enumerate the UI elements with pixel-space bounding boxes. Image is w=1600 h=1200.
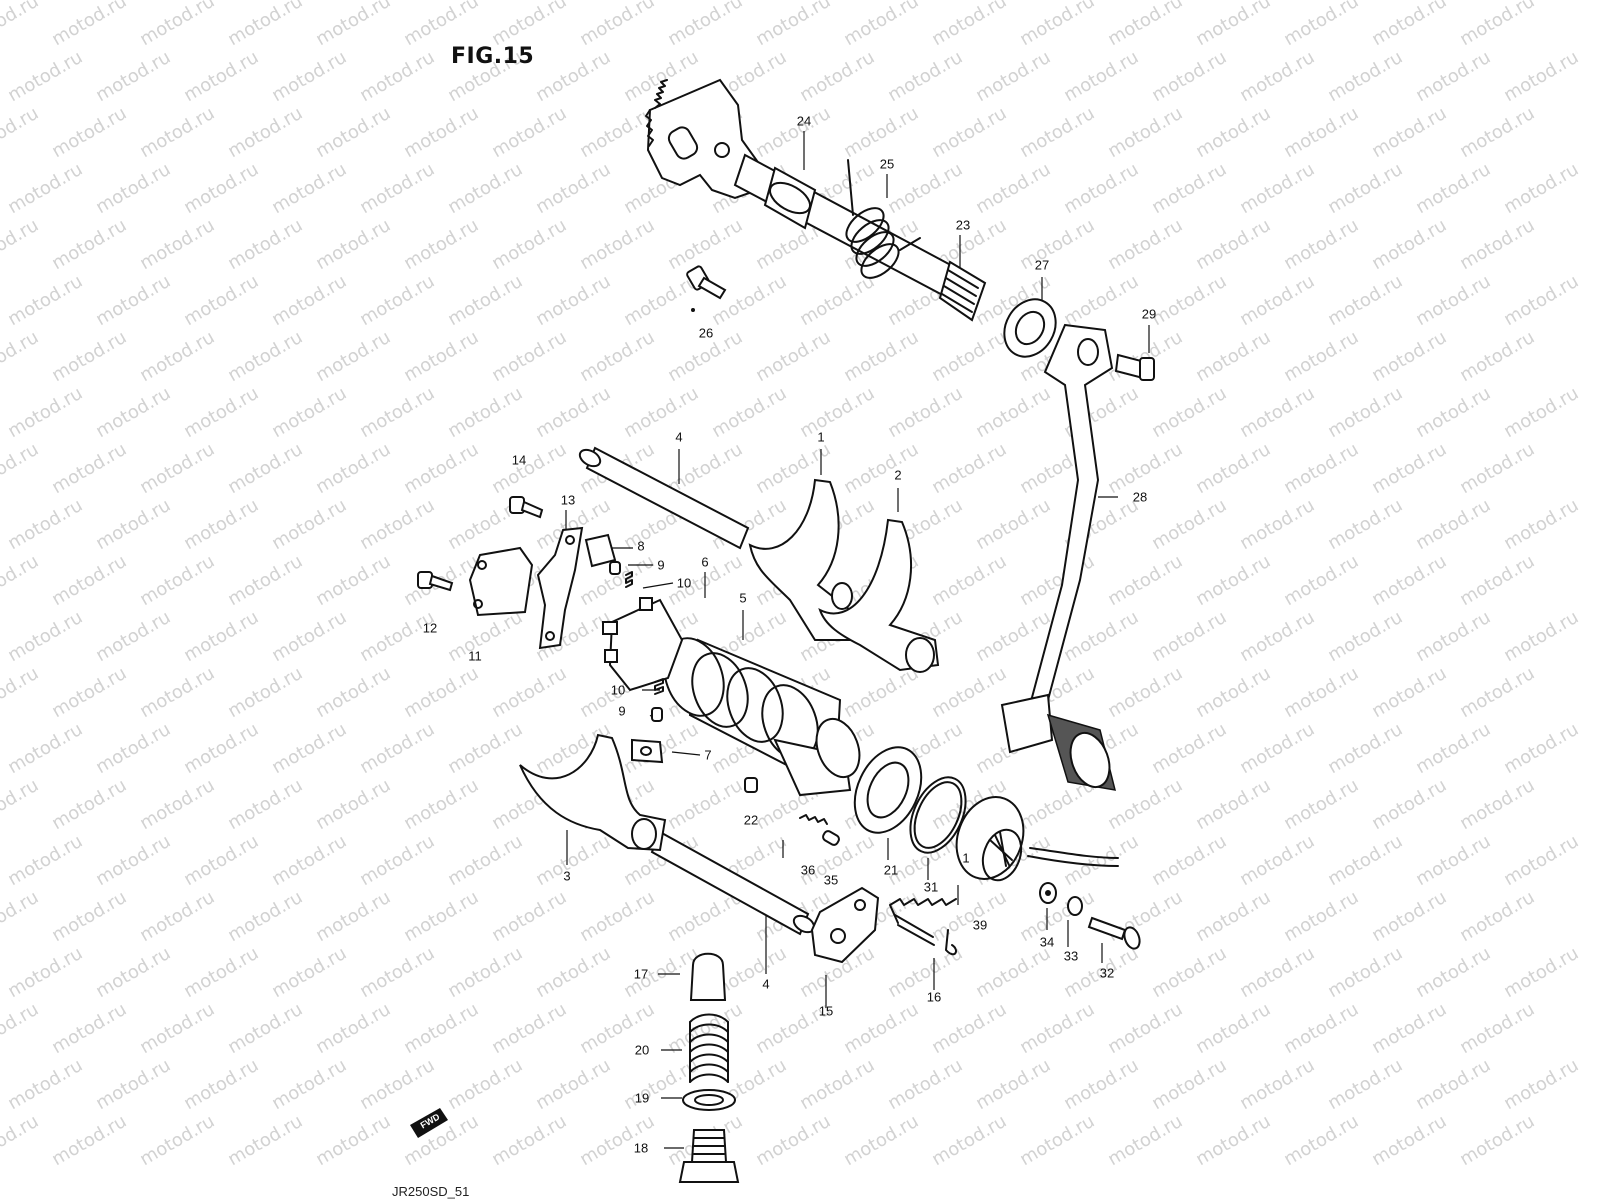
callout-39: 39 [972, 917, 988, 933]
callout-29: 29 [1141, 306, 1157, 322]
small-bolt [686, 265, 727, 312]
callout-4-lower: 4 [762, 976, 770, 992]
switch-fasteners [1039, 882, 1141, 950]
cam-driven-gear [602, 597, 684, 692]
lever-bolt [1114, 353, 1155, 381]
callout-9-upper: 9 [657, 557, 665, 573]
shift-fork-1 [748, 478, 853, 641]
callout-10-upper: 10 [676, 575, 692, 591]
cam-guide-plate-13 [536, 526, 584, 650]
callout-9-lower: 9 [618, 703, 626, 719]
callout-20: 20 [634, 1042, 650, 1058]
callout-3: 3 [563, 868, 571, 884]
callout-17: 17 [633, 966, 649, 982]
callout-25: 25 [879, 156, 895, 172]
gearshift-lever [1000, 323, 1117, 791]
callout-7: 7 [704, 747, 712, 763]
cam-stopper-7 [631, 738, 664, 764]
callout-4-upper: 4 [675, 429, 683, 445]
shift-pawl-lifter [810, 886, 880, 964]
shift-fork-2 [818, 518, 940, 673]
callout-19: 19 [634, 1090, 650, 1106]
callout-36: 36 [800, 862, 816, 878]
callout-32: 32 [1099, 965, 1115, 981]
oil-seal [1003, 298, 1057, 358]
callout-35: 35 [823, 872, 839, 888]
stopper-plate-11 [468, 546, 534, 617]
shaft-return-spring [845, 159, 921, 279]
callout-13: 13 [560, 492, 576, 508]
callout-31: 31 [923, 879, 939, 895]
callout-15: 15 [818, 1003, 834, 1019]
callout-1-switch: 1 [962, 850, 970, 866]
callout-1: 1 [817, 429, 825, 445]
washer-21 [853, 746, 923, 834]
callout-8: 8 [637, 538, 645, 554]
neutral-stopper-stack [678, 952, 740, 1183]
figure-title: FIG.15 [451, 44, 535, 69]
tension-spring [889, 898, 957, 956]
gearshift-cam [663, 637, 861, 797]
shift-fork-shaft-upper [578, 446, 750, 550]
callout-22: 22 [743, 812, 759, 828]
callout-12: 12 [422, 620, 438, 636]
callout-24: 24 [796, 113, 812, 129]
callout-34: 34 [1039, 934, 1055, 950]
shift-fork-3 [519, 733, 667, 852]
callout-21: 21 [883, 862, 899, 878]
callout-18: 18 [633, 1140, 649, 1156]
cam-stopper-8 [584, 533, 617, 568]
stopper-pins-springs [609, 561, 758, 793]
callout-14: 14 [511, 452, 527, 468]
callout-23: 23 [955, 217, 971, 233]
fwd-arrow-icon [410, 1108, 448, 1138]
cam-pin-spring [799, 814, 840, 846]
callout-33: 33 [1063, 948, 1079, 964]
callout-11: 11 [468, 648, 482, 664]
callout-2: 2 [894, 467, 902, 483]
callout-26: 26 [698, 325, 714, 341]
callout-10-lower: 10 [610, 682, 626, 698]
callout-6: 6 [701, 554, 709, 570]
gear-position-switch [955, 796, 1119, 882]
shift-fork-shaft-lower [650, 830, 816, 936]
footer-code: JR250SD_51 [392, 1184, 470, 1199]
leader-lines [565, 131, 1150, 1149]
callout-27: 27 [1034, 257, 1050, 273]
callout-16: 16 [926, 989, 942, 1005]
plate-screws [417, 496, 544, 592]
callout-5: 5 [739, 590, 747, 606]
callout-28: 28 [1132, 489, 1148, 505]
